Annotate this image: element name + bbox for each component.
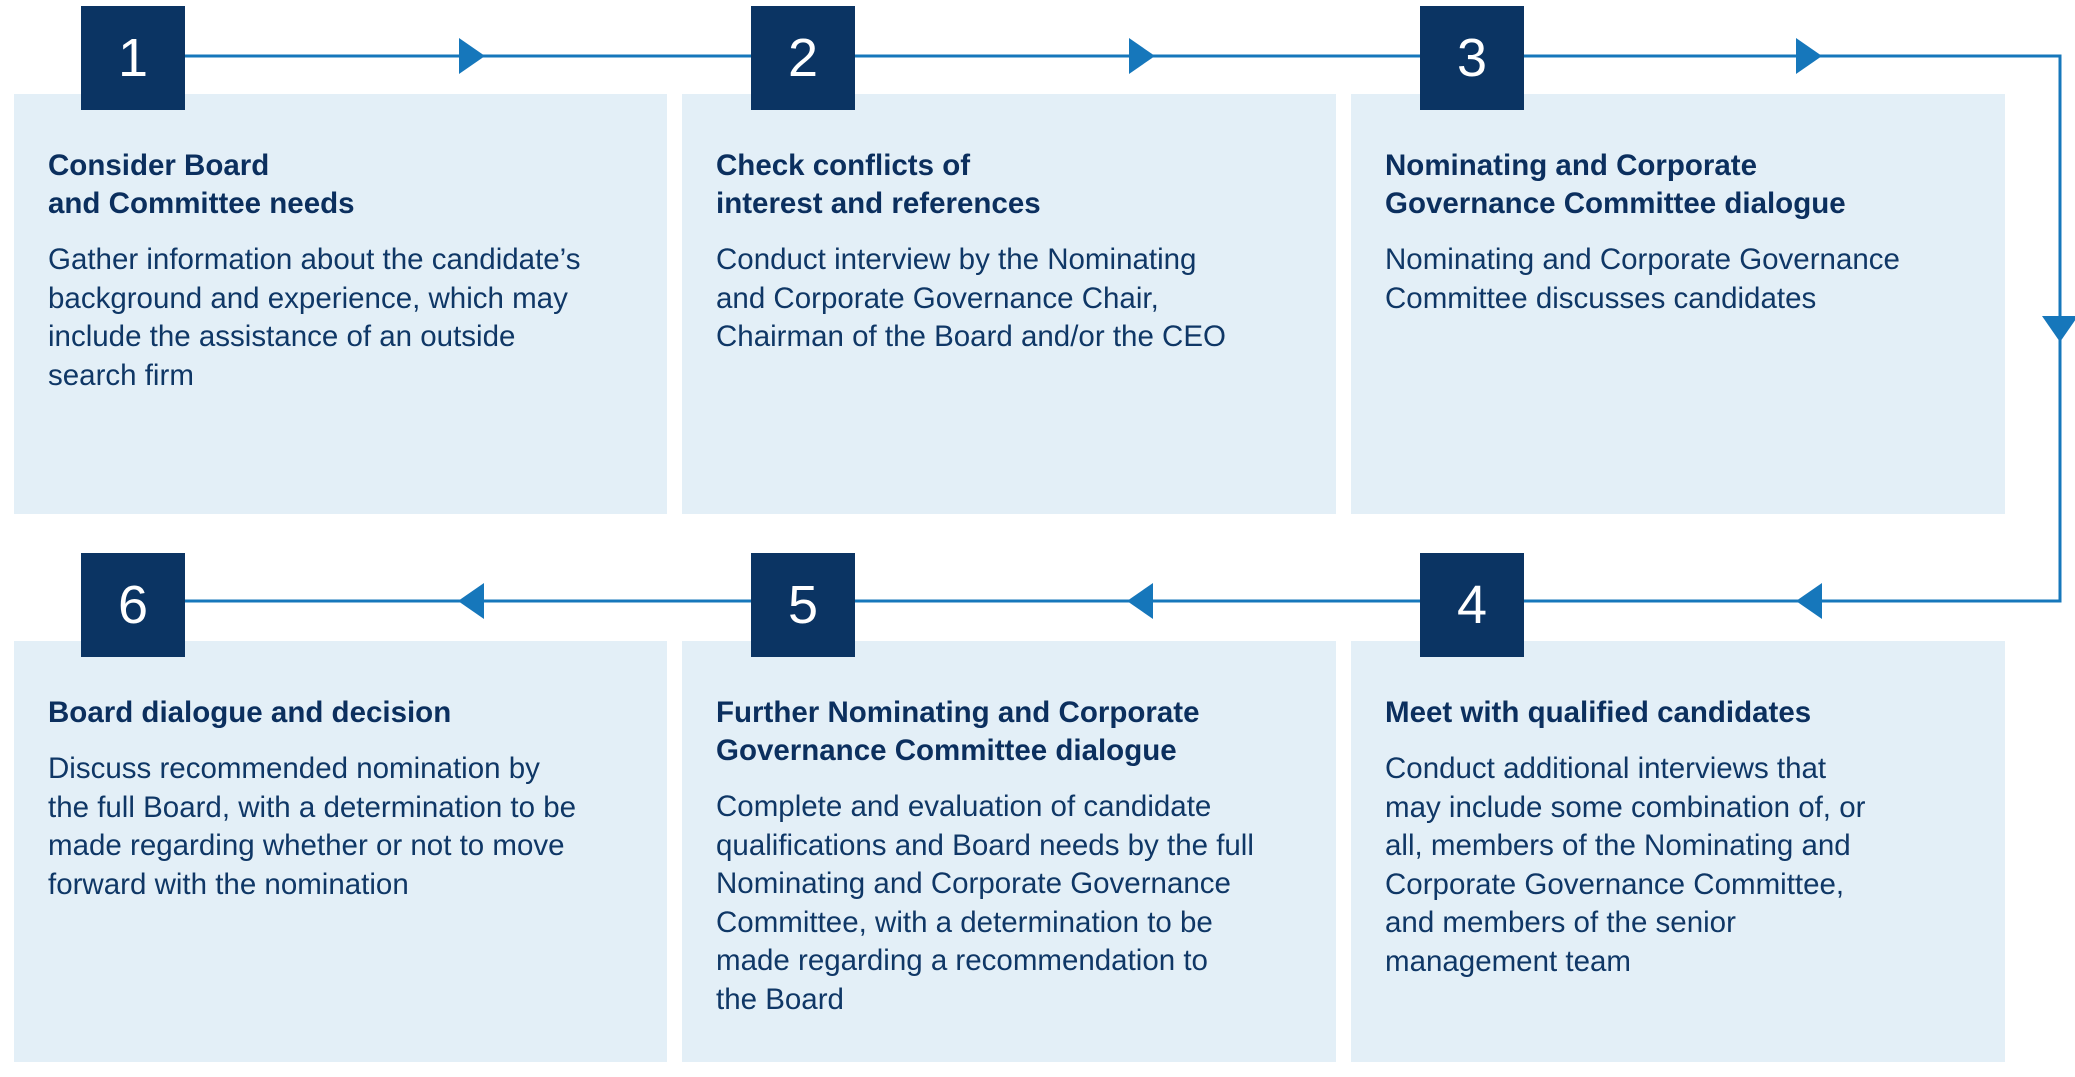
step-card-6: Board dialogue and decision Discuss reco… <box>14 641 667 1062</box>
arrow-right-icon <box>459 38 485 74</box>
step-title: Meet with qualified candidates <box>1385 696 1812 729</box>
step-number-badge-4: 4 <box>1420 553 1524 657</box>
step-card-5: Further Nominating and Corporate Governa… <box>682 641 1336 1062</box>
step-title: Consider Board and Committee needs <box>48 149 355 220</box>
step-card-3: Nominating and Corporate Governance Comm… <box>1351 94 2005 514</box>
step-title: Check conflicts of interest and referenc… <box>716 149 1041 220</box>
arrow-down-icon <box>2042 316 2075 342</box>
step-card-1: Consider Board and Committee needs Gathe… <box>14 94 667 514</box>
step-description: Discuss recommended nomination by the fu… <box>48 752 577 901</box>
step-description: Nominating and Corporate Governance Comm… <box>1385 243 1900 315</box>
step-title: Further Nominating and Corporate Governa… <box>716 696 1200 767</box>
arrow-left-icon <box>1127 583 1153 619</box>
step-number-badge-5: 5 <box>751 553 855 657</box>
arrow-right-icon <box>1796 38 1822 74</box>
arrow-right-icon <box>1129 38 1155 74</box>
step-number-badge-2: 2 <box>751 6 855 110</box>
step-description: Conduct interview by the Nominating and … <box>716 243 1226 353</box>
step-number-badge-6: 6 <box>81 553 185 657</box>
step-title: Board dialogue and decision <box>48 696 452 729</box>
step-card-4: Meet with qualified candidates Conduct a… <box>1351 641 2005 1062</box>
step-description: Complete and evaluation of candidate qua… <box>716 790 1254 1016</box>
step-card-2: Check conflicts of interest and referenc… <box>682 94 1336 514</box>
step-description: Gather information about the candidate’s… <box>48 243 581 392</box>
step-description: Conduct additional interviews that may i… <box>1385 752 1866 978</box>
step-title: Nominating and Corporate Governance Comm… <box>1385 149 1846 220</box>
arrow-left-icon <box>1796 583 1822 619</box>
step-number-badge-1: 1 <box>81 6 185 110</box>
arrow-left-icon <box>458 583 484 619</box>
step-number-badge-3: 3 <box>1420 6 1524 110</box>
